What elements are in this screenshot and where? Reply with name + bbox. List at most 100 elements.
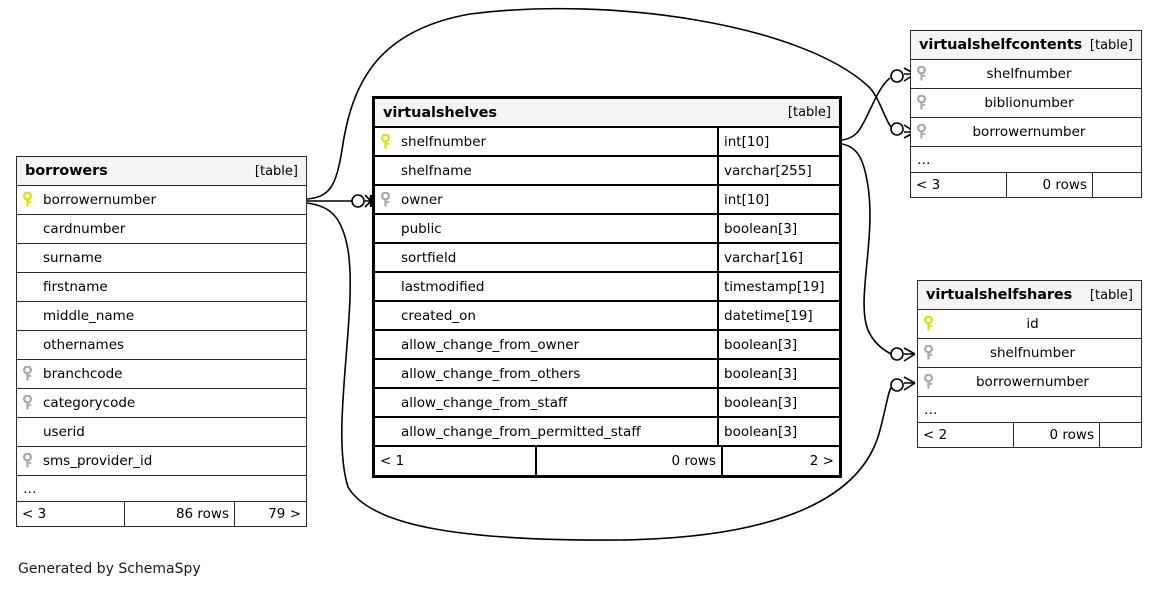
table-title: borrowers [25, 163, 108, 179]
table-type-tag: [table] [254, 163, 298, 179]
child-count[interactable] [1100, 423, 1141, 447]
foreign-key-icon [911, 118, 931, 146]
column-type: varchar[16] [717, 244, 839, 271]
table-borrowers[interactable]: borrowers [table] borrowernumber cardnum… [16, 156, 307, 527]
table-header-virtualshelfcontents: virtualshelfcontents [table] [911, 31, 1141, 60]
table-row[interactable]: cardnumber [17, 215, 306, 244]
table-row[interactable]: shelfnumber [918, 339, 1141, 368]
column-name: borrowernumber [975, 374, 1089, 390]
parent-count[interactable]: < 1 [375, 447, 537, 475]
table-row[interactable]: othernames [17, 331, 306, 360]
table-row[interactable]: branchcode [17, 360, 306, 389]
table-header-virtualshelfshares: virtualshelfshares [table] [918, 281, 1141, 310]
row-count: 86 rows [125, 502, 235, 526]
table-row[interactable]: middle_name [17, 302, 306, 331]
no-key-placeholder [375, 302, 395, 329]
table-row[interactable]: firstname [17, 273, 306, 302]
foreign-key-icon [911, 60, 931, 88]
row-count: 0 rows [1007, 173, 1093, 197]
parent-count[interactable]: < 3 [911, 173, 1007, 197]
table-row[interactable]: allow_change_from_staff boolean[3] [375, 389, 839, 418]
primary-key-icon [17, 186, 37, 214]
edge-virtualshelves-to-virtualshelfshares-shelfnumber [841, 143, 892, 355]
column-name: middle_name [43, 308, 135, 324]
table-row[interactable]: lastmodified timestamp[19] [375, 273, 839, 302]
foreign-key-icon [17, 389, 37, 417]
table-virtualshelfcontents[interactable]: virtualshelfcontents [table] shelfnumber… [910, 30, 1142, 198]
table-type-tag: [table] [787, 105, 831, 120]
column-name: owner [401, 191, 443, 208]
child-count[interactable]: 2 > [809, 453, 834, 469]
table-virtualshelfshares[interactable]: virtualshelfshares [table] id shelfnumbe… [917, 280, 1142, 448]
table-title: virtualshelfcontents [919, 37, 1083, 53]
more-columns-indicator: … [918, 397, 1141, 423]
table-title: virtualshelves [383, 104, 497, 121]
column-name: biblionumber [984, 95, 1074, 111]
column-type: int[10] [717, 186, 839, 213]
column-type: boolean[3] [717, 418, 839, 445]
column-type: boolean[3] [717, 360, 839, 387]
table-row[interactable]: created_on datetime[19] [375, 302, 839, 331]
no-key-placeholder [17, 331, 37, 359]
more-columns-indicator: … [911, 147, 1141, 173]
table-row[interactable]: public boolean[3] [375, 215, 839, 244]
foreign-key-icon [911, 89, 931, 117]
column-name: allow_change_from_owner [401, 336, 580, 353]
child-count[interactable]: 79 > [268, 506, 301, 522]
column-name: borrowernumber [43, 192, 157, 208]
table-row[interactable]: borrowernumber [17, 186, 306, 215]
table-row[interactable]: shelfname varchar[255] [375, 157, 839, 186]
column-name: surname [43, 250, 103, 266]
no-key-placeholder [375, 215, 395, 242]
no-key-placeholder [17, 244, 37, 272]
column-type: boolean[3] [717, 215, 839, 242]
table-type-tag: [table] [1089, 287, 1133, 303]
foreign-key-icon [17, 360, 37, 388]
table-row[interactable]: allow_change_from_permitted_staff boolea… [375, 418, 839, 447]
table-row[interactable]: shelfnumber [911, 60, 1141, 89]
column-name: userid [43, 424, 85, 440]
column-name: allow_change_from_others [401, 365, 581, 382]
table-row[interactable]: allow_change_from_others boolean[3] [375, 360, 839, 389]
column-name: borrowernumber [972, 124, 1086, 140]
child-count[interactable] [1093, 173, 1141, 197]
table-title: virtualshelfshares [926, 287, 1073, 303]
table-row[interactable]: sms_provider_id [17, 447, 306, 476]
table-row[interactable]: categorycode [17, 389, 306, 418]
no-key-placeholder [375, 157, 395, 184]
column-name: created_on [401, 307, 476, 324]
table-row[interactable]: shelfnumber int[10] [375, 128, 839, 157]
primary-key-icon [918, 310, 938, 338]
table-row[interactable]: surname [17, 244, 306, 273]
table-virtualshelves[interactable]: virtualshelves [table] shelfnumber int[1… [372, 96, 842, 478]
column-type: datetime[19] [717, 302, 839, 329]
parent-count[interactable]: < 2 [918, 423, 1014, 447]
column-type: int[10] [717, 128, 839, 155]
column-name: shelfname [401, 162, 472, 179]
column-name: sortfield [401, 249, 457, 266]
no-key-placeholder [375, 244, 395, 271]
table-type-tag: [table] [1089, 37, 1133, 53]
foreign-key-icon [918, 339, 938, 367]
column-name: othernames [43, 337, 125, 353]
table-row[interactable]: userid [17, 418, 306, 447]
parent-count[interactable]: < 3 [17, 502, 125, 526]
table-row[interactable]: biblionumber [911, 89, 1141, 118]
row-count: 0 rows [537, 447, 723, 475]
column-name: id [1026, 316, 1039, 332]
table-row[interactable]: borrowernumber [918, 368, 1141, 397]
table-row[interactable]: sortfield varchar[16] [375, 244, 839, 273]
foreign-key-icon [375, 186, 395, 213]
column-type: varchar[255] [717, 157, 839, 184]
table-row[interactable]: owner int[10] [375, 186, 839, 215]
column-name: categorycode [43, 395, 136, 411]
table-header-virtualshelves: virtualshelves [table] [375, 99, 839, 128]
table-row[interactable]: id [918, 310, 1141, 339]
table-row[interactable]: allow_change_from_owner boolean[3] [375, 331, 839, 360]
column-type: boolean[3] [717, 389, 839, 416]
no-key-placeholder [375, 418, 395, 445]
table-row[interactable]: borrowernumber [911, 118, 1141, 147]
column-name: shelfnumber [401, 133, 487, 150]
column-type: timestamp[19] [717, 273, 839, 300]
